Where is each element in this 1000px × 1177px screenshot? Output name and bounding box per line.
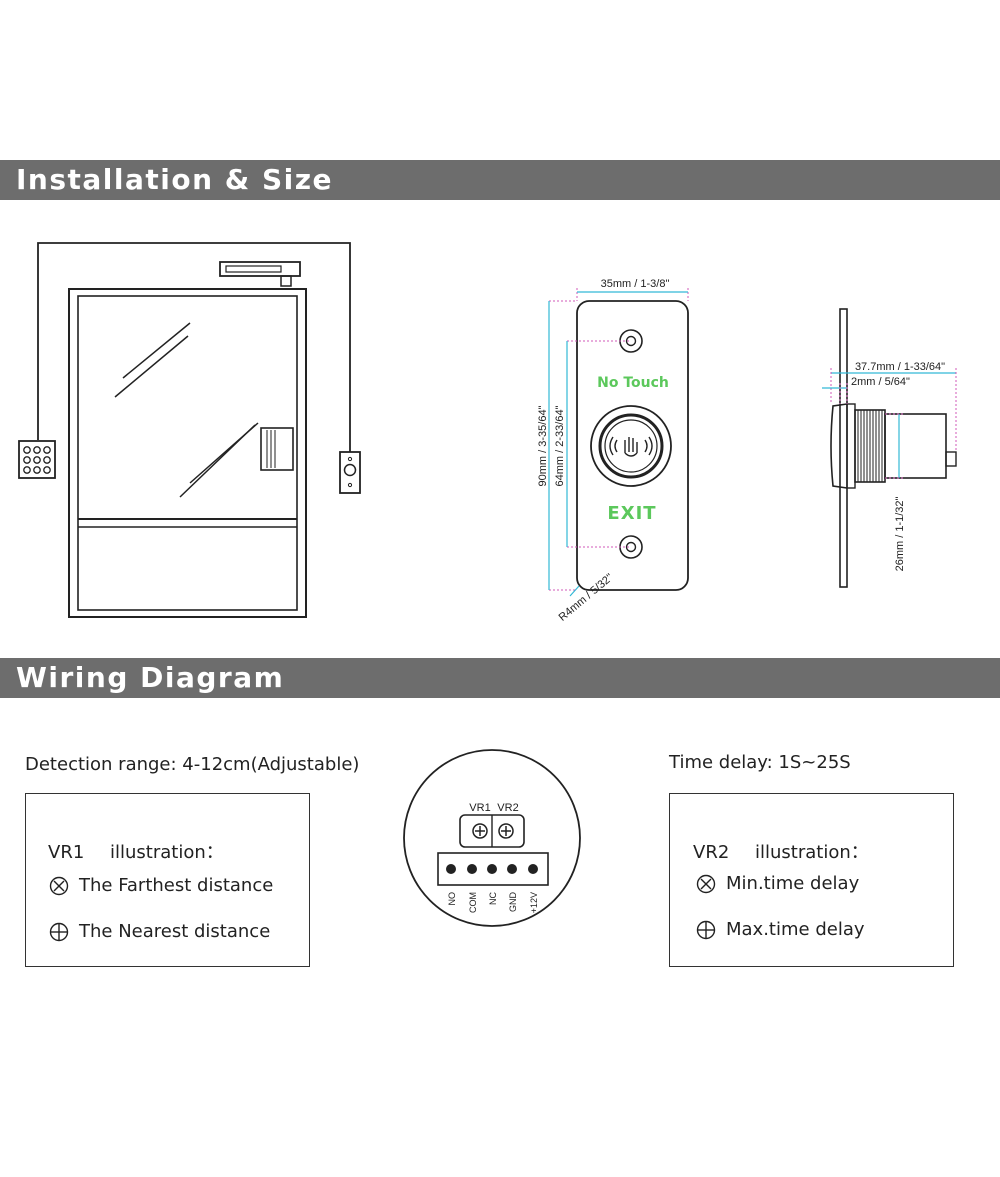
vr1-pot-icon	[472, 823, 488, 839]
installation-title: Installation & Size	[16, 163, 334, 196]
glass-reflection	[122, 322, 191, 379]
wiring-title: Wiring Diagram	[16, 661, 285, 694]
terminal-block	[437, 852, 549, 886]
vr1-row-nearest: The Nearest distance	[49, 921, 270, 942]
dim-corner-radius: R4mm / 5/32"	[557, 572, 616, 624]
dim-side-depth: 37.7mm / 1-33/64"	[855, 361, 945, 373]
cross-plus-icon	[696, 920, 716, 939]
wiring-board: VR1 VR2 NO COM NC GND +12V	[403, 749, 581, 927]
vr2-row-max: Max.time delay	[696, 919, 865, 940]
terminal-label-gnd: GND	[508, 892, 518, 913]
side-view	[830, 308, 957, 588]
terminal-label-no: NO	[447, 892, 457, 906]
dim-front-height: 90mm / 3-35/64"	[537, 405, 549, 486]
door-diagram	[18, 242, 361, 618]
terminal-pin	[487, 864, 497, 874]
time-delay-label: Time delay: 1S~25S	[669, 752, 851, 773]
wiring-line	[37, 242, 351, 452]
vr1-row1-text: The Farthest distance	[79, 875, 274, 896]
magnetic-lock	[219, 261, 301, 287]
front-dimensions	[548, 288, 689, 597]
vr2-pot-icon	[498, 823, 514, 839]
door-handle	[260, 427, 294, 471]
cross-plus-icon	[49, 922, 69, 941]
vr2-box-name: VR2	[693, 842, 730, 863]
vr1-illustration-box: VR1 illustration： The Farthest distance …	[25, 793, 310, 967]
terminal-label-12v: +12V	[529, 892, 539, 913]
vr1-row2-text: The Nearest distance	[79, 921, 271, 942]
dim-body-diameter: 26mm / 1-1/32"	[894, 496, 906, 571]
panel-bottom-text: EXIT	[607, 503, 656, 524]
terminal-pin	[467, 864, 477, 874]
door-leaf	[77, 295, 298, 611]
vr2-box-suffix: illustration：	[755, 842, 869, 863]
vr1-label: VR1	[469, 802, 490, 814]
keypad-icon	[18, 440, 56, 479]
cross-x-icon	[696, 874, 716, 893]
side-plate	[839, 308, 848, 588]
board-circle	[403, 749, 581, 927]
vr1-box-name: VR1	[48, 842, 85, 863]
vr1-box-suffix: illustration：	[110, 842, 224, 863]
vr2-box-title: VR2 illustration：	[693, 838, 869, 864]
vr2-label: VR2	[497, 802, 518, 814]
dim-plate-thickness: 2mm / 5/64"	[851, 376, 910, 388]
terminal-label-com: COM	[468, 892, 478, 913]
front-plate	[576, 300, 689, 591]
vr2-row-min: Min.time delay	[696, 873, 859, 894]
exit-button-icon	[339, 451, 361, 494]
vr2-illustration-box: VR2 illustration： Min.time delay Max.tim…	[669, 793, 954, 967]
hand-wave-icon	[609, 436, 653, 457]
side-dimensions	[822, 368, 957, 479]
vr2-row2-text: Max.time delay	[726, 919, 865, 940]
sensor-button	[590, 405, 672, 487]
terminal-label-nc: NC	[488, 892, 498, 905]
terminal-pin	[446, 864, 456, 874]
cross-x-icon	[49, 876, 69, 895]
installation-banner: Installation & Size	[0, 160, 1000, 200]
wiring-banner: Wiring Diagram	[0, 658, 1000, 698]
vr1-row-farthest: The Farthest distance	[49, 875, 273, 896]
dim-hole-spacing: 64mm / 2-33/64"	[554, 405, 566, 486]
panel-top-text: No Touch	[597, 375, 669, 391]
front-view: No Touch EXIT	[576, 300, 689, 591]
terminal-pin	[528, 864, 538, 874]
vr2-row1-text: Min.time delay	[726, 873, 860, 894]
dim-front-width: 35mm / 1-3/8"	[601, 278, 670, 290]
terminal-pin	[507, 864, 517, 874]
vr1-box-title: VR1 illustration：	[48, 838, 224, 864]
door-frame	[68, 288, 307, 618]
detection-range-label: Detection range: 4-12cm(Adjustable)	[25, 754, 360, 775]
